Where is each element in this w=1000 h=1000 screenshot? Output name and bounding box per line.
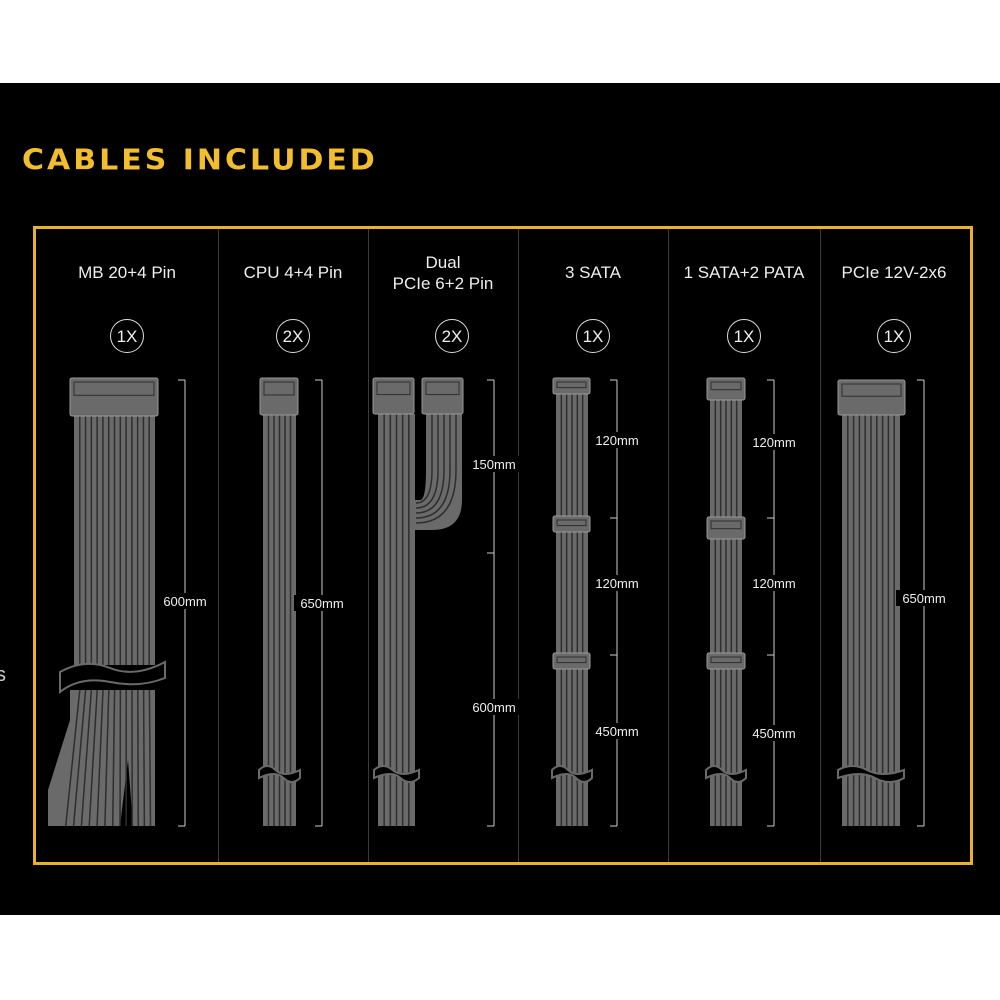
- quantity-badge: 1X: [877, 319, 911, 353]
- quantity-badge: 1X: [110, 319, 144, 353]
- dimension-label-bg: [294, 595, 350, 611]
- column-divider: [668, 229, 669, 862]
- molex-connector-detail: [710, 520, 742, 530]
- cable-break-wave: [373, 765, 420, 783]
- cable-strand-line: [415, 414, 433, 504]
- sata-connector-detail: [556, 656, 587, 664]
- cable-strand-line: [415, 414, 457, 524]
- dimension-label: 600mm: [472, 700, 515, 715]
- cable-strand-line: [72, 689, 87, 827]
- pcie-connector-detail: [376, 381, 411, 396]
- product-panel: [0, 83, 1000, 915]
- cable-name-mb: MB 20+4 Pin: [78, 263, 176, 282]
- cable-name-pcie-line2: PCIe 6+2 Pin: [392, 274, 494, 293]
- cable-name-pcie-line1: Dual: [425, 253, 461, 272]
- column-divider: [518, 229, 519, 862]
- dimension-label: 600mm: [163, 594, 206, 609]
- quantity-badge: 1X: [727, 319, 761, 353]
- dimension-label: 450mm: [595, 724, 638, 739]
- cable-name-cpu: CPU 4+4 Pin: [243, 263, 343, 282]
- cpu-connector-detail: [263, 381, 295, 396]
- dimension-label: 120mm: [752, 435, 795, 450]
- cpu-connector: [259, 377, 299, 416]
- dimension-label: 120mm: [595, 576, 638, 591]
- pcie-connector: [421, 377, 464, 415]
- pcie-12v-2x6-connector-detail: [841, 383, 902, 397]
- quantity-badge: 2X: [276, 319, 310, 353]
- dimension-label-bg: [157, 593, 213, 609]
- molex-connector: [706, 516, 746, 540]
- cable-strand-line: [111, 689, 116, 827]
- dimension-label: 450mm: [752, 726, 795, 741]
- cable-strand-line: [104, 689, 110, 827]
- pcie-connector: [372, 377, 415, 415]
- cable-split-legs: [48, 690, 155, 826]
- cable-name-sata-pata: 1 SATA+2 PATA: [683, 263, 805, 282]
- cable-break-wave: [837, 765, 905, 783]
- mb-connector: [69, 377, 159, 417]
- cable-strand-line: [415, 414, 439, 509]
- cable-break-wave: [705, 765, 747, 783]
- dimension-label-bg: [746, 434, 802, 450]
- dimension-label-bg: [746, 575, 802, 591]
- dimension-label: 120mm: [595, 433, 638, 448]
- cable-strand-line: [96, 689, 104, 827]
- dimension-label-bg: [746, 725, 802, 741]
- cable-strand-line: [415, 414, 451, 519]
- cable-strand-line: [415, 414, 445, 514]
- dimension-label-bg: [896, 590, 952, 606]
- column-divider: [218, 229, 219, 862]
- sata-connector: [552, 377, 591, 395]
- mb-connector-detail: [73, 381, 155, 396]
- cable-strand-line: [142, 689, 146, 827]
- dimension-label-bg: [466, 456, 522, 472]
- cable-name-12v: PCIe 12V-2x6: [841, 263, 947, 282]
- quantity-badge: 1X: [576, 319, 610, 353]
- quantity-badge: 2X: [435, 319, 469, 353]
- cable-strand-line: [80, 689, 93, 827]
- cable-strand-line: [88, 689, 98, 827]
- cropped-text: s: [0, 664, 6, 686]
- sata-connector: [552, 515, 591, 533]
- cable-break-wave: [551, 765, 593, 783]
- cable-strand-line: [148, 689, 152, 827]
- column-divider: [820, 229, 821, 862]
- cable-break-wave: [258, 765, 301, 783]
- dimension-label-bg: [589, 723, 645, 739]
- dimension-label: 650mm: [902, 591, 945, 606]
- sata-connector-detail: [556, 381, 587, 389]
- dimension-label: 150mm: [472, 457, 515, 472]
- dimension-label: 120mm: [752, 576, 795, 591]
- pcie-connector-detail: [425, 381, 460, 396]
- sata-connector-detail: [710, 381, 742, 391]
- dimension-label-bg: [589, 432, 645, 448]
- page-title: CABLES INCLUDED: [22, 143, 378, 178]
- dimension-label-bg: [589, 575, 645, 591]
- column-divider: [368, 229, 369, 862]
- cables-frame: [33, 226, 973, 865]
- sata-connector-detail: [556, 519, 587, 527]
- cable-break-wave: [59, 660, 166, 695]
- cable-strand-line: [64, 689, 81, 827]
- sata-connector: [706, 377, 746, 401]
- molex-connector: [706, 652, 746, 670]
- cable-name-sata: 3 SATA: [564, 263, 622, 282]
- pcie-12v-2x6-connector: [837, 379, 906, 416]
- dimension-label: 650mm: [300, 596, 343, 611]
- dimension-label-bg: [466, 699, 522, 715]
- sata-connector: [552, 652, 591, 670]
- molex-connector-detail: [710, 656, 742, 664]
